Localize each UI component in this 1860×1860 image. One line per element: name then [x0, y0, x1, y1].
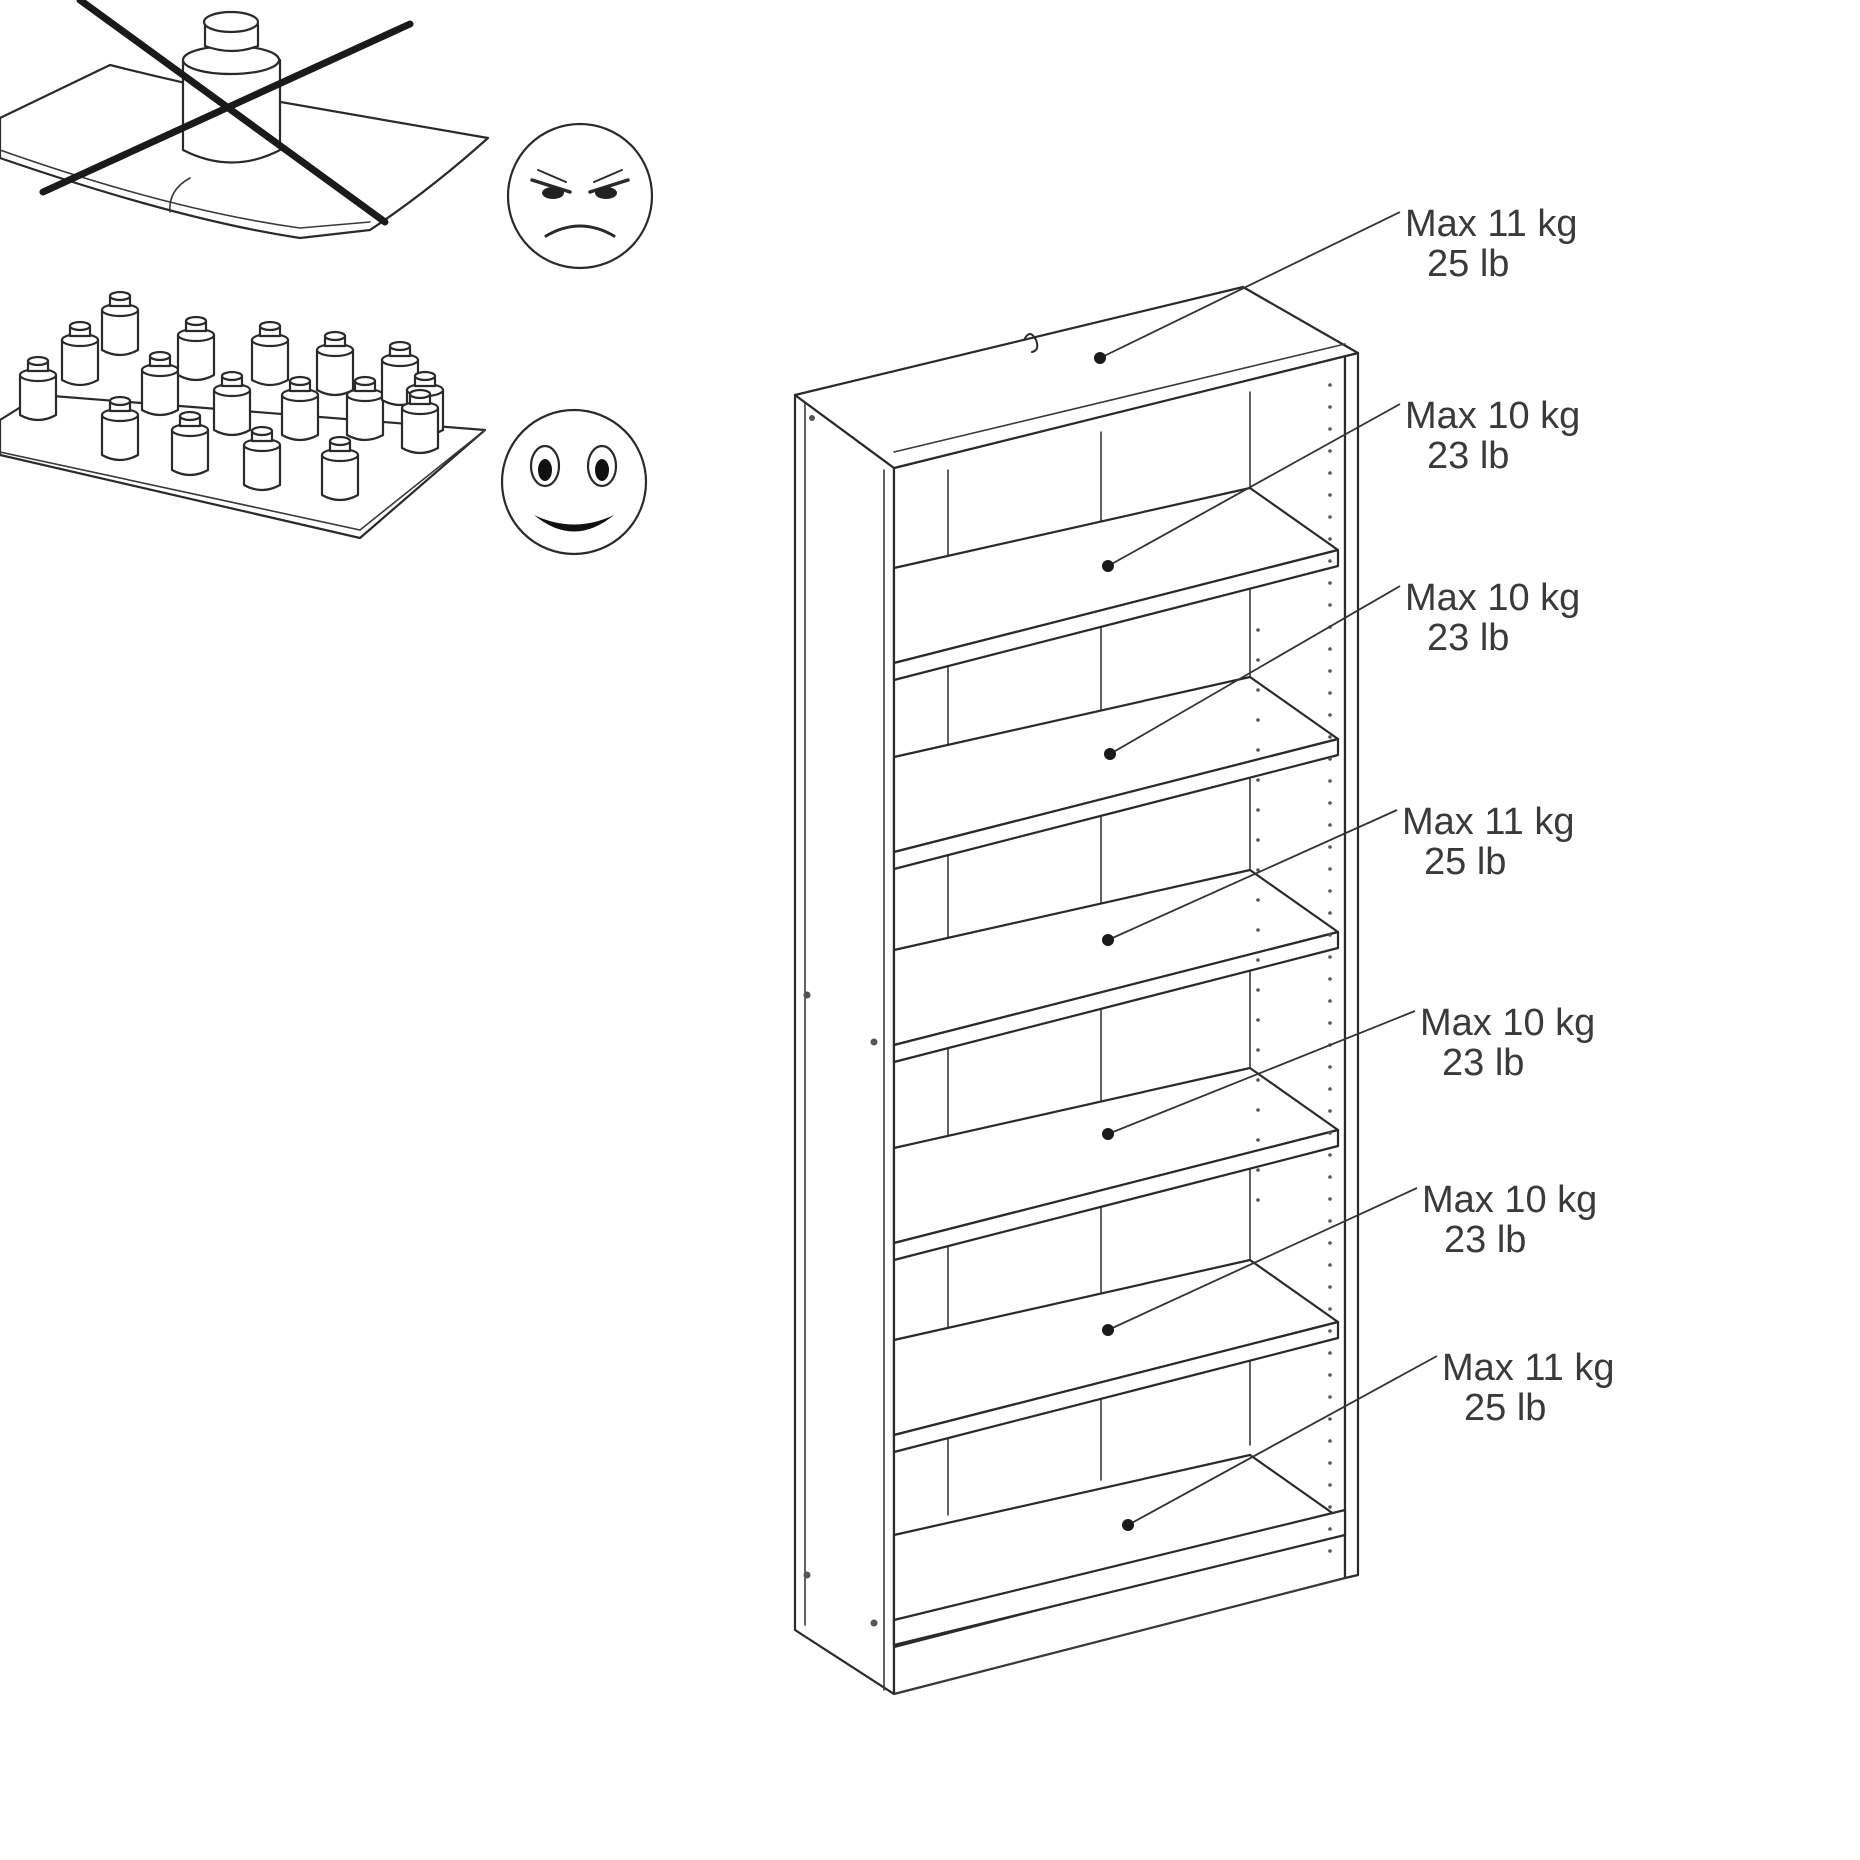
load-point-dot: [1102, 1128, 1114, 1140]
load-point-dot: [1104, 748, 1116, 760]
weight-icon: [18, 355, 58, 422]
shelves: [892, 486, 1340, 1649]
weight-icon: [400, 388, 440, 455]
weight-icon: [315, 330, 355, 397]
load-point-dot: [1122, 1519, 1134, 1531]
load-kg-text: Max 11 kg: [1442, 1347, 1614, 1389]
load-kg-text: Max 11 kg: [1405, 203, 1577, 245]
load-lb-text: 25 lb: [1464, 1387, 1546, 1429]
weight-icon: [100, 395, 140, 462]
load-kg-text: Max 10 kg: [1405, 395, 1580, 437]
shelf-board: [892, 1258, 1340, 1454]
load-kg-text: Max 10 kg: [1420, 1002, 1595, 1044]
load-lb-text: 23 lb: [1442, 1042, 1524, 1084]
load-kg-text: Max 11 kg: [1402, 801, 1574, 843]
weight-icon: [320, 435, 360, 502]
weight-icon: [170, 410, 210, 477]
load-lb-text: 23 lb: [1427, 435, 1509, 477]
load-kg-text: Max 10 kg: [1405, 577, 1580, 619]
load-kg-text: Max 10 kg: [1422, 1179, 1597, 1221]
load-point-dot: [1102, 560, 1114, 572]
weight-icon: [140, 350, 180, 417]
weight-icon: [242, 425, 282, 492]
weight-icon: [100, 290, 140, 357]
happy-face-icon: [500, 408, 648, 556]
weight-icon: [280, 375, 320, 442]
wrong-load-example: [0, 0, 654, 270]
shelf-board: [892, 675, 1340, 871]
shelf-board: [892, 868, 1340, 1064]
weight-icon: [250, 320, 290, 387]
load-lb-text: 23 lb: [1444, 1219, 1526, 1261]
load-point-dot: [1102, 934, 1114, 946]
sad-face-icon: [506, 122, 654, 270]
correct-load-example: [0, 290, 648, 556]
weight-icon: [60, 320, 100, 387]
weight-icon: [212, 370, 252, 437]
shelf-board: [892, 1066, 1340, 1262]
load-lb-text: 23 lb: [1427, 617, 1509, 659]
weight-icon: [345, 375, 385, 442]
shelf-board: [892, 486, 1340, 682]
load-lb-text: 25 lb: [1424, 841, 1506, 883]
small-weights-icon: [18, 290, 445, 502]
load-lb-text: 25 lb: [1427, 243, 1509, 285]
load-point-dot: [1094, 352, 1106, 364]
weight-icon: [176, 315, 216, 382]
cross-out-icon: [76, 0, 389, 226]
load-point-dot: [1102, 1324, 1114, 1336]
